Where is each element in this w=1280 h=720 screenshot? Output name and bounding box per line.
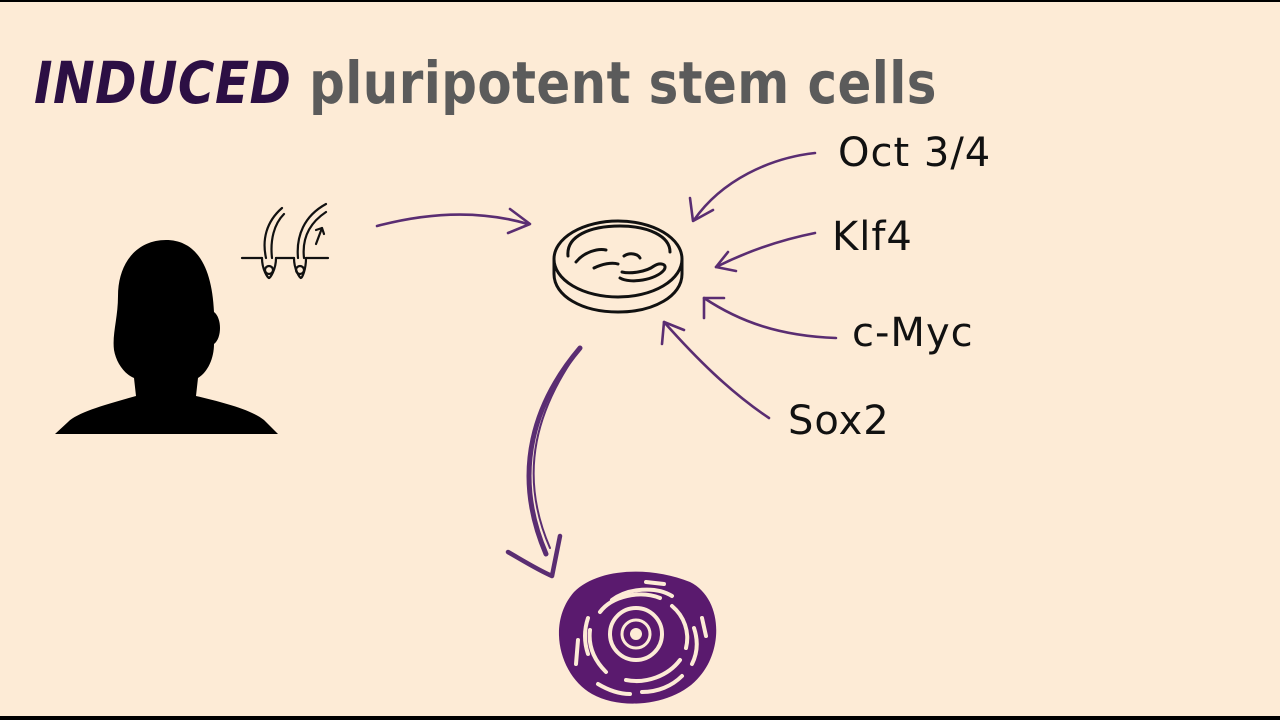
- frame-bottom-border: [0, 716, 1280, 720]
- arrow-sox2: [660, 320, 771, 420]
- factor-label-cmyc: c-Myc: [852, 310, 974, 356]
- frame-top-border: [0, 0, 1280, 2]
- arrow-klf4: [714, 231, 817, 273]
- arrow-follicle-to-dish: [375, 207, 532, 235]
- factor-label-sox2: Sox2: [788, 398, 890, 444]
- hair-follicle-icon: [240, 202, 330, 280]
- factor-arrows: [660, 151, 838, 420]
- arrow-dish-to-stem-cell: [505, 345, 583, 579]
- person-silhouette-icon: [55, 240, 278, 434]
- slide-title: INDUCED pluripotent stem cells: [34, 48, 937, 118]
- title-emphasis: INDUCED: [34, 49, 292, 117]
- title-rest: pluripotent stem cells: [291, 49, 937, 117]
- factor-label-klf4: Klf4: [832, 214, 913, 260]
- petri-dish-icon: [552, 219, 684, 314]
- factor-label-oct34: Oct 3/4: [838, 130, 991, 176]
- stem-cell-icon: [558, 571, 717, 704]
- arrow-oct34: [688, 151, 817, 223]
- arrow-cmyc: [702, 296, 838, 340]
